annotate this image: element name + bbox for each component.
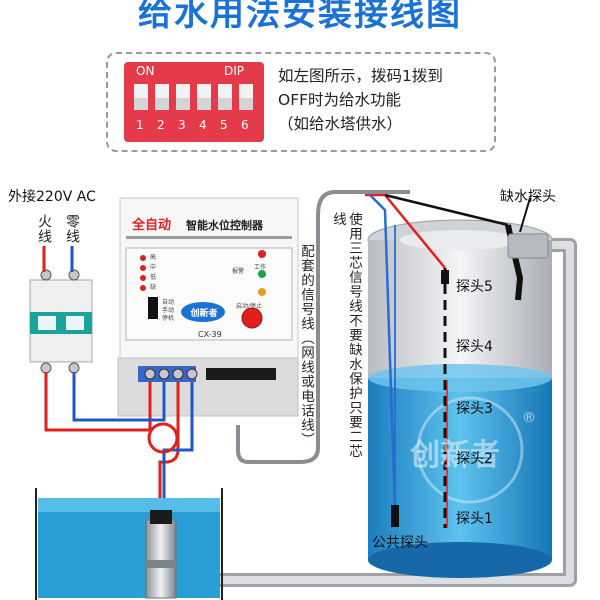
common-probe-label: 公共探头 — [372, 535, 428, 551]
dry-run-probe-label: 缺水探头 — [500, 189, 556, 205]
tank-logo-text: 创新者 — [410, 438, 500, 473]
probe-rods — [391, 225, 449, 528]
signal-line-note: 配套的信号线（网线或电话线） — [298, 244, 314, 447]
power-label: 外接220V AC — [8, 189, 96, 205]
dip-note: 如左图所示，拨码1拨到 OFF时为给水功能 （如给水塔供水） — [278, 67, 443, 133]
probe-3-label: 探头3 — [456, 401, 493, 417]
controller-model: CX-39 — [198, 330, 222, 339]
power-wires — [42, 246, 194, 522]
controller-name: 智能水位控制器 — [186, 219, 263, 232]
probe-4-label: 探头4 — [456, 339, 493, 355]
submersible-pump — [145, 510, 177, 599]
dip-switch-keys — [134, 84, 253, 110]
page-title: 给水用法安装接线图 — [138, 0, 462, 34]
probe-5-label: 探头5 — [456, 279, 493, 295]
controller-level-labels: 高 中 低 缺 — [150, 254, 157, 291]
neutral-wire-label: 零线 — [64, 214, 80, 244]
controller-logo: 创新者 — [190, 309, 218, 319]
well — [35, 488, 223, 600]
signal-cables — [236, 190, 509, 511]
tank-logo — [416, 396, 524, 504]
controller-start-label: 启动/停止 — [236, 303, 263, 310]
tank-registered-mark: ® — [522, 410, 536, 426]
controller-box — [117, 197, 299, 417]
controller-mode-labels: 自动 手动 停机 — [162, 299, 175, 322]
dip-dip-label: DIP — [224, 64, 245, 78]
controller-brand: 全自动 — [132, 218, 172, 233]
controller-alarm-label: 报警 — [232, 268, 245, 275]
probe-1-label: 探头1 — [456, 511, 493, 527]
live-wire-label: 火线 — [36, 214, 52, 244]
controller-work-label: 工作 — [254, 264, 267, 271]
dip-note-box — [106, 52, 496, 152]
dry-run-probe — [505, 197, 549, 301]
dip-on-label: ON — [136, 64, 155, 78]
circuit-breaker — [29, 269, 93, 374]
probe-2-label: 探头2 — [456, 451, 493, 467]
three-core-note: 使用三芯信号线不要缺水保护只要二芯线 — [330, 212, 362, 459]
dip-switch — [124, 62, 264, 142]
